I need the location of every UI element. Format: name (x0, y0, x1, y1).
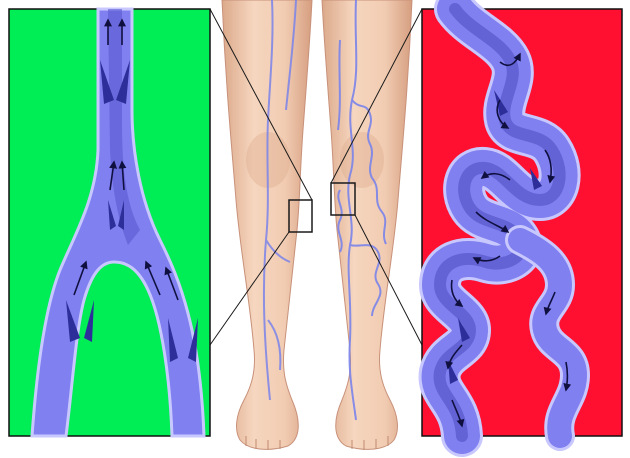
flow-arrow-icon (475, 211, 510, 233)
right-foot-toes (351, 436, 389, 450)
varicose-vein-shadow (433, 3, 566, 442)
right-leg (321, 0, 413, 450)
vein-valve-icon (116, 60, 130, 104)
vein-valve-icon (168, 318, 178, 362)
vein-valve-icon (118, 200, 124, 230)
flow-arrow-icon (118, 160, 127, 191)
flow-arrow-icon (472, 255, 501, 265)
zoom-box-left (288, 199, 313, 233)
healthy-vein-valves (66, 60, 198, 362)
flow-arrow-icon (73, 260, 88, 296)
vein-valve-icon (100, 60, 114, 104)
left-leg-veins (262, 0, 297, 401)
flow-arrow-icon (543, 291, 556, 316)
varicose-side-branch-core (508, 228, 587, 448)
zoom-box-right (330, 182, 356, 216)
flow-arrow-icon (144, 260, 161, 296)
zoom-connectors (209, 8, 423, 346)
right-knee (340, 132, 384, 188)
right-leg-veins (337, 0, 387, 421)
left-foot-toes (245, 436, 281, 450)
flow-arrow-icon (445, 344, 463, 370)
varicose-vein-panel (418, 0, 623, 457)
healthy-vein-panel (8, 7, 211, 438)
flow-arrow-icon (544, 149, 556, 184)
flow-arrow-icon (499, 52, 521, 67)
vein-valve-icon (108, 200, 116, 230)
varicose-flow-arrows (445, 52, 572, 428)
flow-arrow-icon (164, 266, 179, 301)
healthy-flow-arrows (73, 18, 179, 301)
legs-illustration (221, 0, 413, 450)
healthy-vein-shadow (108, 9, 140, 245)
flow-arrow-icon (451, 399, 465, 428)
flow-arrow-icon (496, 99, 510, 129)
vein-valve-icon (530, 168, 542, 190)
vein-valve-icon (458, 318, 470, 342)
flow-arrow-icon (480, 170, 511, 181)
vein-valve-icon (66, 300, 80, 342)
vein-valve-icon (494, 90, 508, 116)
flow-arrow-icon (563, 361, 572, 392)
varicose-valves (448, 90, 542, 384)
vein-valve-icon (84, 300, 94, 342)
vein-valve-icon (188, 318, 198, 362)
flow-arrow-icon (109, 160, 118, 191)
flow-arrow-icon (450, 279, 464, 307)
